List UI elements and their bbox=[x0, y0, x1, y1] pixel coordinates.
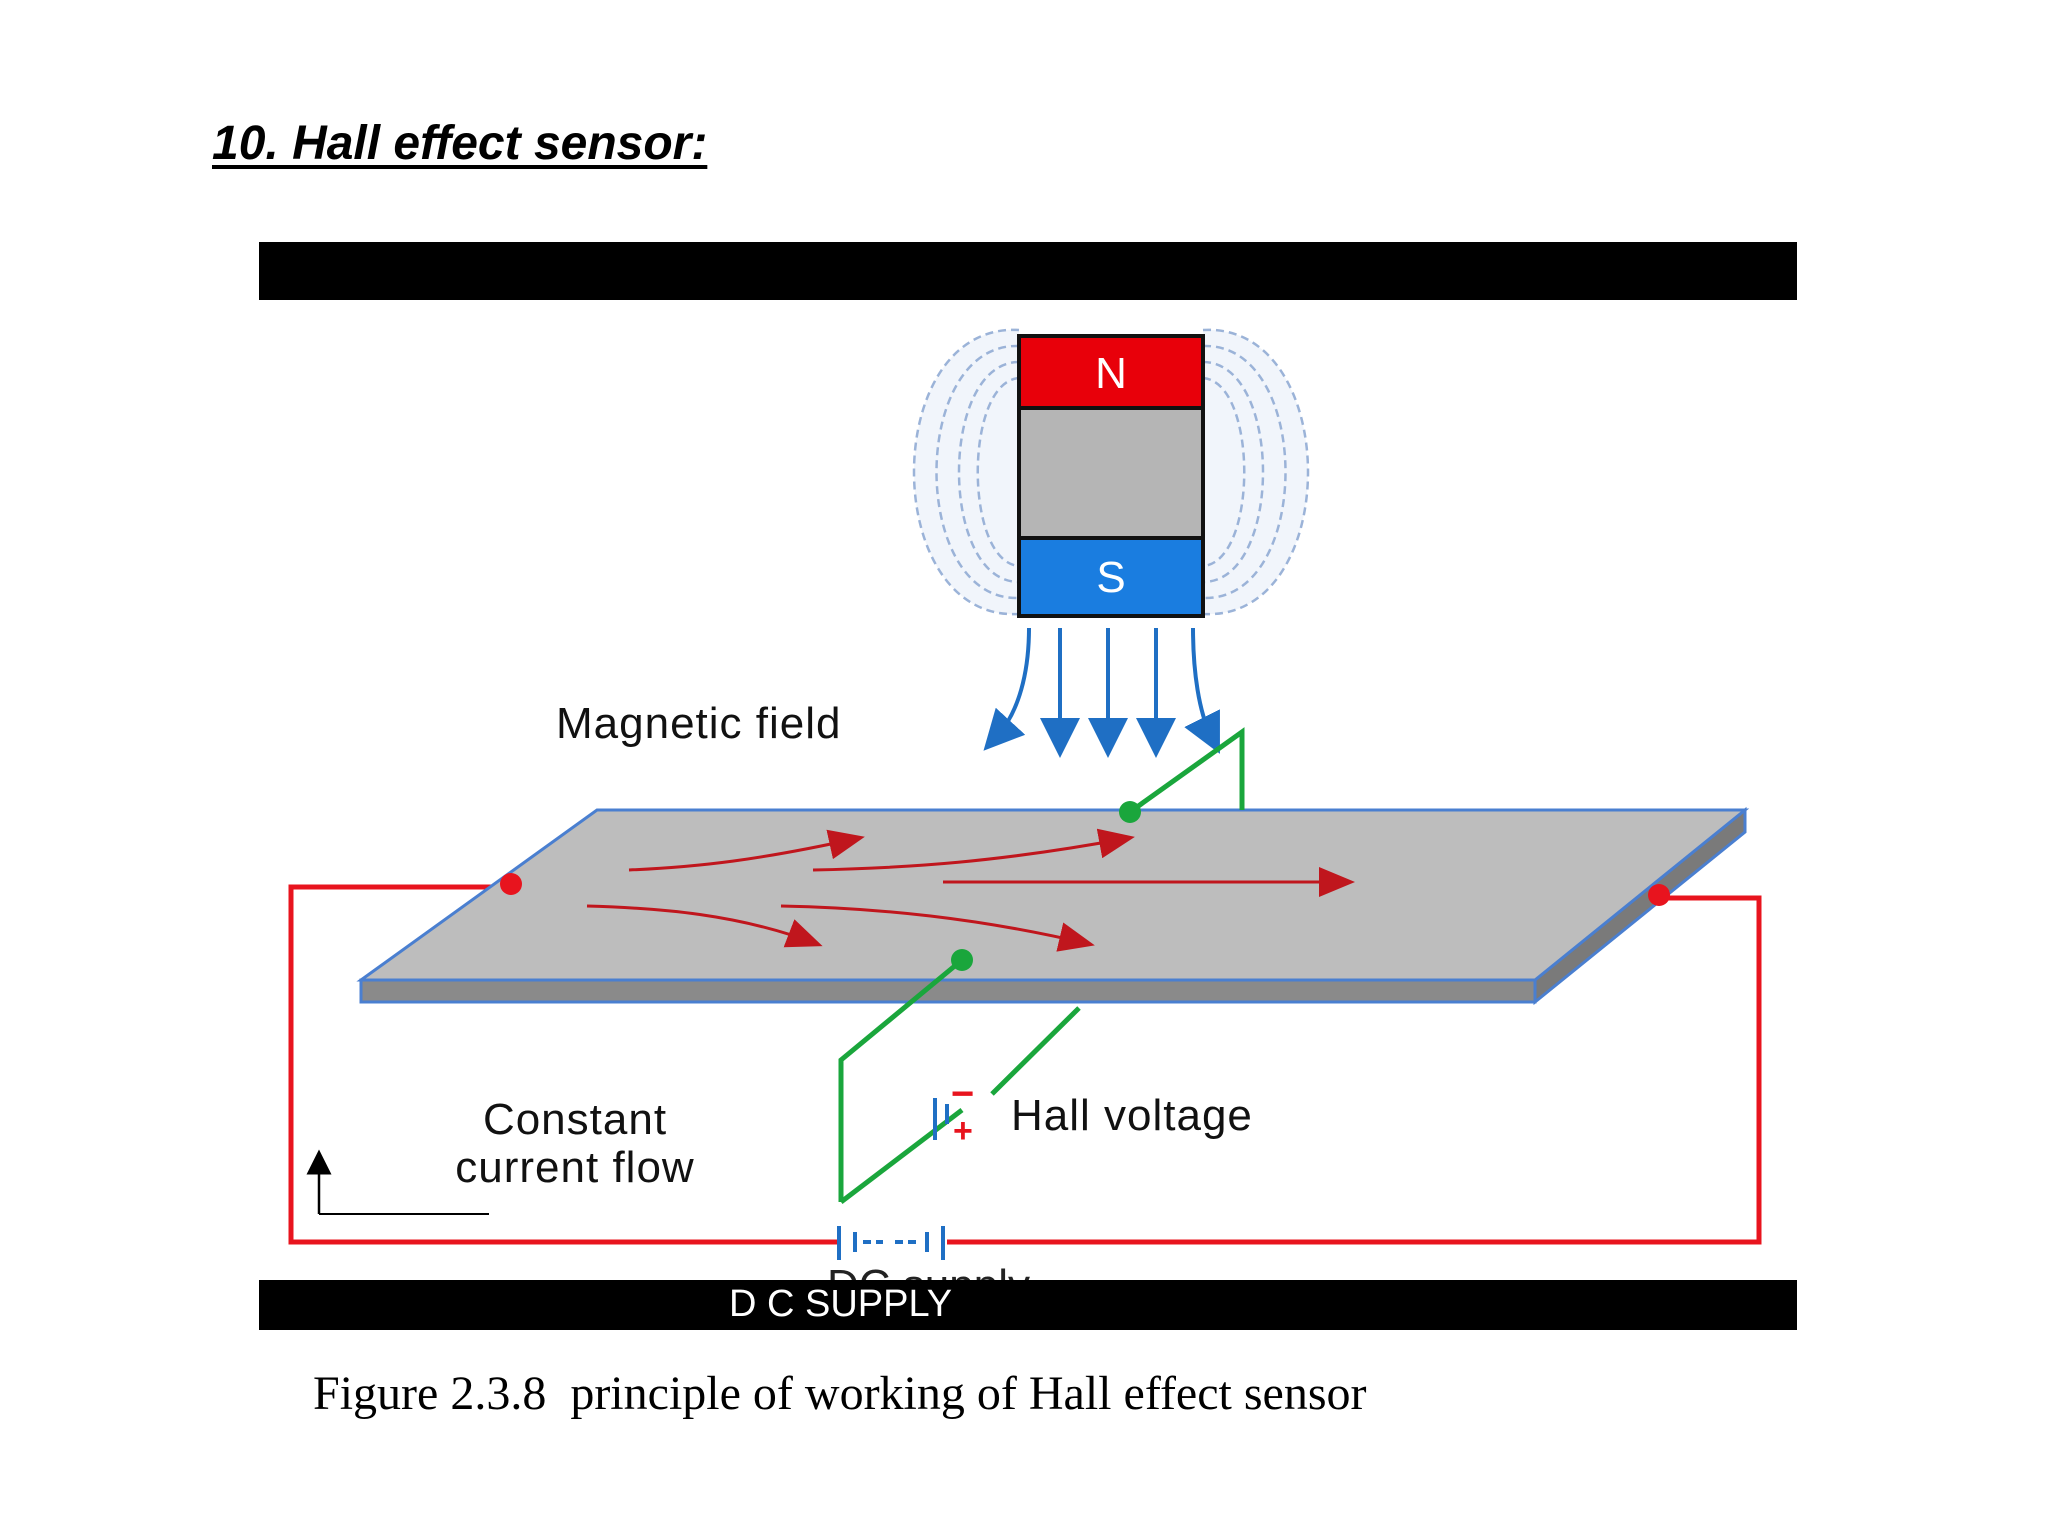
hall-plus-sign: + bbox=[953, 1112, 973, 1150]
constant-current-label-line2: current flow bbox=[455, 1143, 694, 1192]
subtitle-overlay: D C SUPPLY bbox=[729, 1283, 952, 1325]
hall-effect-figure: N S Magnetic field bbox=[259, 242, 1797, 1330]
magnet-south-label: S bbox=[1096, 553, 1125, 602]
current-contact-left bbox=[500, 873, 522, 895]
magnetic-field-loops bbox=[912, 328, 1310, 616]
bar-magnet: N S bbox=[1017, 334, 1205, 618]
section-heading: 10. Hall effect sensor: bbox=[212, 117, 708, 170]
letterbox-bottom-bar bbox=[259, 1280, 1797, 1330]
hall-contact-bottom bbox=[951, 949, 973, 971]
hall-minus-sign: − bbox=[951, 1072, 974, 1116]
figure-caption: Figure 2.3.8 principle of working of Hal… bbox=[313, 1367, 1367, 1420]
hall-voltage-label: Hall voltage bbox=[1011, 1091, 1253, 1140]
constant-current-label-line1: Constant bbox=[483, 1095, 667, 1144]
hall-voltage-wire bbox=[838, 727, 1245, 1204]
current-circuit-wire bbox=[288, 884, 1762, 1245]
hall-contact-top bbox=[1119, 801, 1141, 823]
current-flow-arrows bbox=[586, 828, 1355, 952]
magnet-north-label: N bbox=[1095, 349, 1127, 398]
hall-voltage-meter: − + bbox=[933, 1072, 974, 1150]
current-contact-right bbox=[1648, 884, 1670, 906]
letterbox-top-bar bbox=[259, 242, 1797, 300]
semiconductor-plate bbox=[356, 806, 1750, 1006]
field-arrows bbox=[983, 627, 1220, 758]
magnetic-field-label: Magnetic field bbox=[556, 699, 841, 748]
hall-effect-diagram: N S Magnetic field bbox=[259, 242, 1797, 1330]
dc-supply-battery bbox=[837, 1226, 945, 1260]
